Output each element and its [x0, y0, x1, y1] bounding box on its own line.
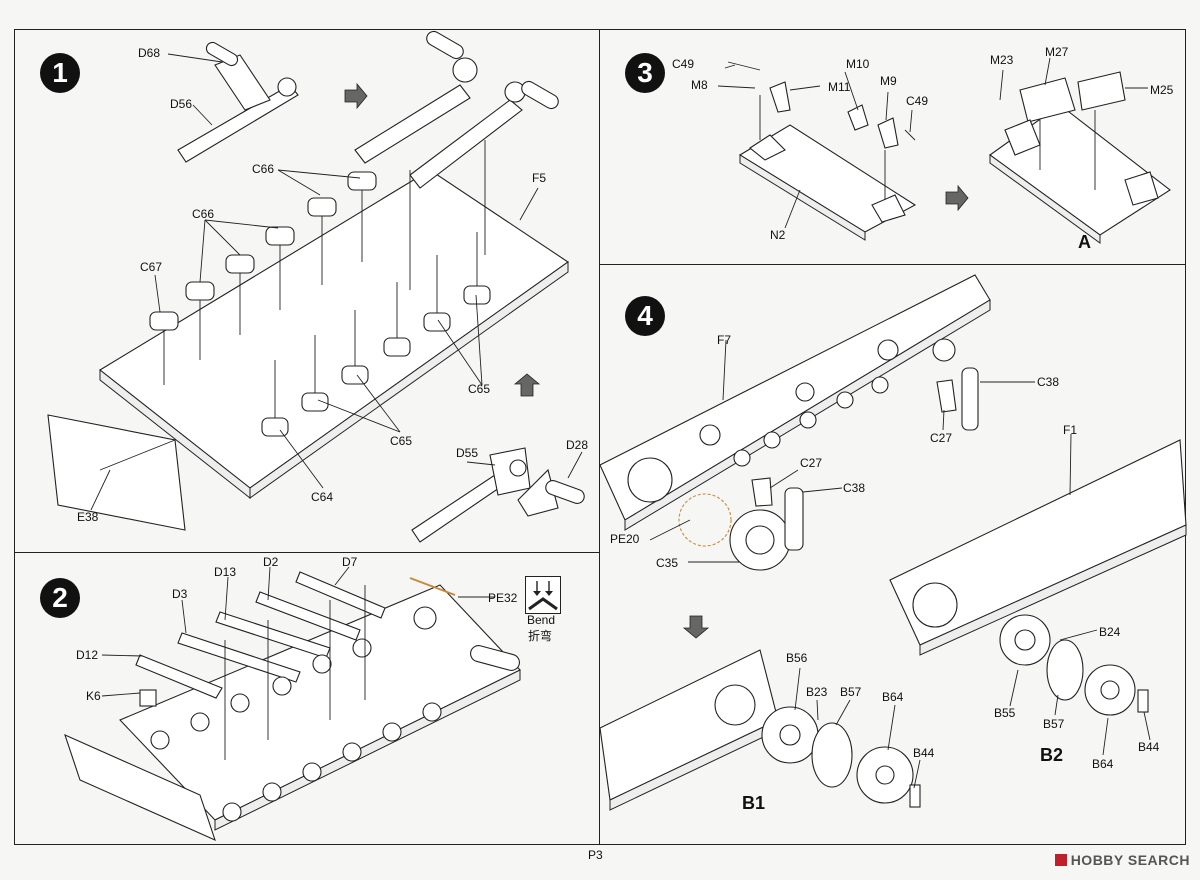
step-4-hull-side	[599, 274, 1187, 811]
bend-icon	[525, 576, 561, 614]
part-label-pe32: PE32	[488, 591, 518, 605]
subassembly-a-label: A	[1078, 232, 1091, 252]
subassembly-b2-label: B2	[1040, 745, 1064, 765]
part-label-c64: C64	[311, 490, 334, 504]
part-label-c65: C65	[468, 382, 491, 396]
step-4-number: 4	[625, 296, 665, 336]
part-label-b44: B44	[913, 746, 935, 760]
part-label-b44: B44	[1138, 740, 1160, 754]
part-label-e38: E38	[77, 510, 99, 524]
part-label-f5: F5	[532, 171, 547, 185]
bend-label: Bend	[527, 613, 556, 627]
part-label-m23: M23	[990, 53, 1014, 67]
part-label-n2: N2	[770, 228, 786, 242]
part-label-d56: D56	[170, 97, 193, 111]
part-label-c27: C27	[800, 456, 823, 470]
part-label-d13: D13	[214, 565, 237, 579]
part-label-c49: C49	[906, 94, 929, 108]
part-label-m8: M8	[691, 78, 708, 92]
step-1-hull-floor	[47, 30, 585, 543]
part-label-pe20: PE20	[610, 532, 640, 546]
part-label-m9: M9	[880, 74, 897, 88]
step-3-number: 3	[625, 53, 665, 93]
part-label-m11: M11	[828, 80, 851, 94]
part-label-c66: C66	[192, 207, 215, 221]
part-label-b23: B23	[806, 685, 828, 699]
part-label-b57: B57	[840, 685, 862, 699]
part-label-d28: D28	[566, 438, 589, 452]
part-label-b56: B56	[786, 651, 808, 665]
page-number: P3	[588, 848, 603, 862]
part-label-b55: B55	[994, 706, 1016, 720]
part-label-c65: C65	[390, 434, 413, 448]
part-label-f7: F7	[717, 333, 732, 347]
part-label-m27: M27	[1045, 45, 1069, 59]
brand-logo-icon	[1054, 854, 1067, 866]
step-2-hull-floor	[64, 566, 521, 842]
part-label-c38: C38	[843, 481, 866, 495]
part-label-b64: B64	[1092, 757, 1114, 771]
part-label-d3: D3	[172, 587, 188, 601]
part-label-c35: C35	[656, 556, 679, 570]
part-label-c38: C38	[1037, 375, 1060, 389]
part-label-d2: D2	[263, 555, 279, 569]
step-4-panel	[599, 264, 1186, 845]
part-label-d68: D68	[138, 46, 161, 60]
part-label-b57: B57	[1043, 717, 1065, 731]
subassembly-b1-label: B1	[742, 793, 766, 813]
part-label-c67: C67	[140, 260, 163, 274]
part-label-d55: D55	[456, 446, 479, 460]
brand-watermark: HOBBY SEARCH	[1054, 852, 1190, 868]
step-1-number: 1	[40, 53, 80, 93]
step-3-plate	[717, 57, 1171, 244]
part-label-f1: F1	[1063, 423, 1078, 437]
part-label-m25: M25	[1150, 83, 1174, 97]
part-label-d7: D7	[342, 555, 358, 569]
part-label-d12: D12	[76, 648, 99, 662]
bend-label-cn: 折弯	[528, 629, 553, 643]
part-label-b64: B64	[882, 690, 904, 704]
part-label-c49: C49	[672, 57, 695, 71]
part-label-m10: M10	[846, 57, 870, 71]
part-label-c27: C27	[930, 431, 953, 445]
part-label-b24: B24	[1099, 625, 1121, 639]
brand-text: HOBBY SEARCH	[1070, 852, 1190, 868]
step-2-number: 2	[40, 578, 80, 618]
part-label-k6: K6	[86, 689, 101, 703]
part-label-c66: C66	[252, 162, 275, 176]
